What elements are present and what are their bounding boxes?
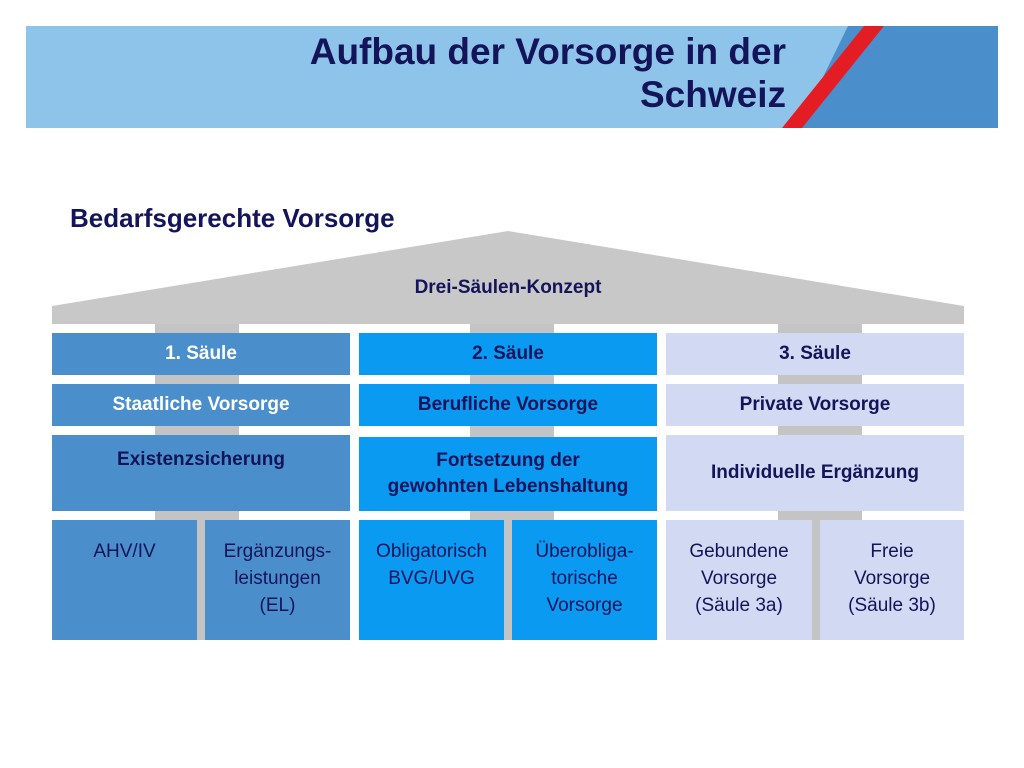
roof-triangle [52,231,964,306]
pillar-1-component-2: Ergänzungs- leistungen (EL) [205,520,350,640]
pillar-1-name: 1. Säule [52,333,350,375]
pillar-3-type: Private Vorsorge [666,384,964,426]
pillar-divider-3 [812,520,820,640]
component-line: Vorsorge [700,568,778,589]
pillar-2-type: Berufliche Vorsorge [359,384,657,426]
component-line: Vorsorge [546,595,623,616]
component-line: torische [551,568,618,589]
component-line: (Säule 3b) [848,595,936,616]
pillar-divider-2 [504,520,512,640]
component-line: (EL) [259,595,296,616]
pillar-2-component-1: Obligatorisch BVG/UVG [359,520,504,640]
pillar-3-purpose-line-1: Individuelle Ergänzung [711,462,919,483]
page-title: Aufbau der Vorsorge in der Schweiz [26,30,786,116]
pillar-divider-1 [197,520,205,640]
pillar-2-purpose-line-2: gewohnten Lebenshaltung [387,476,629,497]
pillar-2-name: 2. Säule [359,333,657,375]
component-line: Gebundene [689,541,789,562]
pillar-3-component-2: Freie Vorsorge (Säule 3b) [820,520,964,640]
pillar-1-component-1: AHV/IV [52,520,197,640]
pillar-1-type: Staatliche Vorsorge [52,384,350,426]
pillar-2-component-2: Überobliga- torische Vorsorge [512,520,657,640]
component-line: (Säule 3a) [695,595,783,616]
page-title-line-2: Schweiz [640,74,786,115]
pillar-1-purpose: Existenzsicherung [52,435,350,511]
pillar-3-name: 3. Säule [666,333,964,375]
pillar-3-component-1: Gebundene Vorsorge (Säule 3a) [666,520,812,640]
component-line: Überobliga- [535,541,634,562]
component-line: Obligatorisch [376,541,487,562]
pillar-1-purpose-line-1: Existenzsicherung [117,449,285,470]
component-line: BVG/UVG [388,568,475,589]
component-line: Freie [870,541,914,562]
roof-label: Drei-Säulen-Konzept [414,277,602,298]
pillar-3-purpose: Individuelle Ergänzung [666,435,964,511]
header-band: Aufbau der Vorsorge in der Schweiz [26,26,998,128]
section-subtitle: Bedarfsgerechte Vorsorge [70,203,395,233]
pillar-2-purpose-line-1: Fortsetzung der [436,450,580,471]
component-line: leistungen [234,568,321,589]
component-line: Ergänzungs- [223,541,332,562]
roof-beam [52,306,964,324]
component-line: AHV/IV [93,541,156,562]
component-line: Vorsorge [853,568,931,589]
pillar-2-purpose: Fortsetzung der gewohnten Lebenshaltung [359,437,657,511]
page-title-line-1: Aufbau der Vorsorge in der [309,31,786,72]
